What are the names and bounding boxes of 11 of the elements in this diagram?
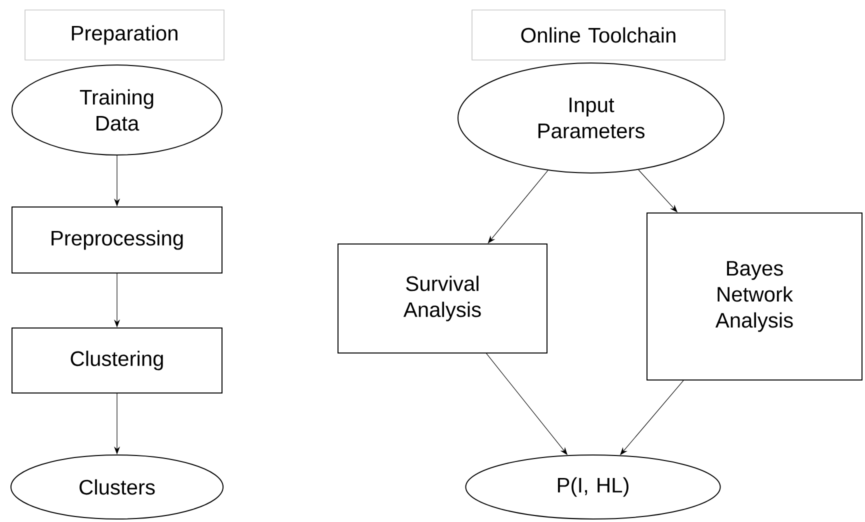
arrow	[488, 170, 548, 244]
process-box: Bayes Network Analysis	[646, 212, 862, 380]
process-box: Clustering	[12, 328, 222, 394]
ellipse-node: Input Parameters	[458, 62, 724, 174]
ellipse-node: P(I, HL)	[465, 454, 721, 520]
ellipse-node: Training Data	[12, 64, 222, 156]
process-box: Preprocessing	[12, 206, 222, 274]
heading-box: Preparation	[24, 10, 224, 60]
process-box: Survival Analysis	[338, 244, 548, 354]
heading-box: Online Toolchain	[472, 10, 726, 60]
ellipse-node: Clusters	[10, 454, 224, 520]
